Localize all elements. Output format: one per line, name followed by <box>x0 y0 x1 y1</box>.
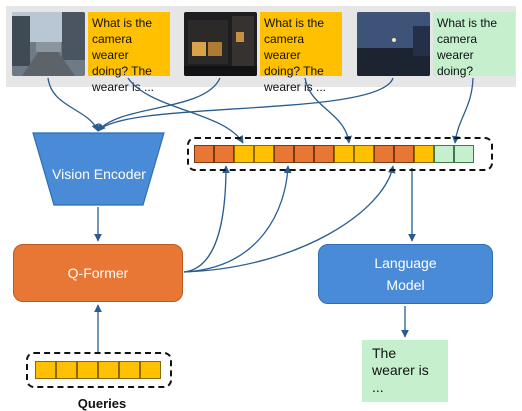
token-orange <box>214 145 234 163</box>
query-token <box>98 361 119 379</box>
query-token <box>119 361 140 379</box>
token-yellow <box>354 145 374 163</box>
arrow-question2-to-tokens <box>304 77 352 144</box>
token-orange <box>274 145 294 163</box>
video-frame-1 <box>12 12 85 76</box>
token-orange <box>394 145 414 163</box>
query-token <box>140 361 161 379</box>
token-orange <box>194 145 214 163</box>
arrow-frame3-to-encoder <box>97 77 394 132</box>
question-bubble-1: What is the camera wearer doing? The wea… <box>88 12 170 94</box>
arrow-frame2-to-encoder <box>97 77 221 132</box>
token-orange <box>294 145 314 163</box>
query-tokens <box>35 361 161 379</box>
token-yellow <box>234 145 254 163</box>
queries-box <box>26 352 172 388</box>
token-orange <box>374 145 394 163</box>
arrow-qformer-to-tokens-2 <box>183 165 292 273</box>
q-former-label: Q-Former <box>67 265 129 281</box>
arrow-frame1-to-encoder <box>47 77 99 132</box>
token-yellow <box>414 145 434 163</box>
q-former-block: Q-Former <box>13 244 183 302</box>
query-token <box>35 361 56 379</box>
video-frame-3 <box>357 12 430 76</box>
arrow-qformer-to-tokens-3 <box>183 165 396 273</box>
queries-label: Queries <box>77 396 127 411</box>
token-green <box>454 145 474 163</box>
token-green <box>434 145 454 163</box>
video-frame-2 <box>184 12 257 76</box>
question-bubble-2: What is the camera wearer doing? The wea… <box>260 12 342 94</box>
query-token <box>77 361 98 379</box>
token-yellow <box>334 145 354 163</box>
token-sequence-box <box>187 137 493 171</box>
token-sequence <box>194 145 474 163</box>
language-model-block: Language Model <box>318 244 493 304</box>
query-token <box>56 361 77 379</box>
arrow-question1-to-tokens <box>127 77 244 144</box>
answer-bubble: The wearer is ... <box>362 340 448 402</box>
language-model-label: Language Model <box>374 255 437 293</box>
vision-encoder-shape <box>32 132 165 206</box>
vision-encoder-label: Vision Encoder <box>52 166 146 182</box>
token-orange <box>314 145 334 163</box>
arrow-qformer-to-tokens-1 <box>183 165 230 273</box>
question-bubble-3: What is the camera wearer doing? <box>433 12 515 78</box>
token-yellow <box>254 145 274 163</box>
arrow-question3-to-tokens <box>451 77 474 144</box>
